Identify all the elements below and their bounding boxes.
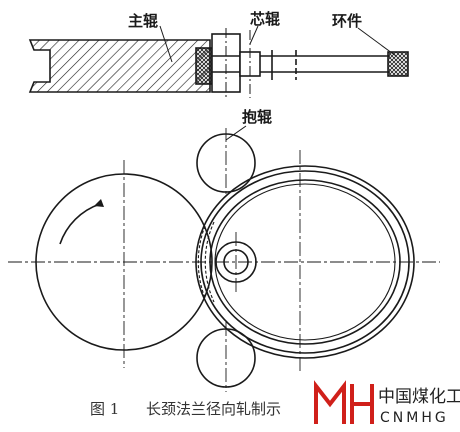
logo-text-cn: 中国煤化工 <box>378 387 460 407</box>
ring-workpiece <box>195 165 415 359</box>
core-roll-section <box>211 28 261 100</box>
logo-text-en: CNMHG <box>380 410 449 426</box>
main-roll-section <box>28 39 211 93</box>
hold-roll-bottom <box>196 328 256 388</box>
label-main-roll: 主辊 <box>128 12 158 30</box>
main-roll-flange <box>195 47 213 85</box>
figure-number: 图 1 <box>90 400 119 418</box>
main-roll <box>35 173 213 351</box>
label-core-roll: 芯辊 <box>250 10 280 28</box>
core-roll <box>215 241 257 283</box>
label-ring: 环件 <box>332 12 362 30</box>
label-hold-roll: 抱辊 <box>242 108 272 126</box>
hold-roll-top <box>196 133 256 193</box>
figure-caption: 长颈法兰径向轧制示 <box>146 400 281 418</box>
cnmhg-logo <box>314 380 374 424</box>
plan-view <box>8 125 440 392</box>
section-view <box>28 25 409 100</box>
ring-section <box>260 50 409 80</box>
rotation-arrow <box>59 203 101 245</box>
